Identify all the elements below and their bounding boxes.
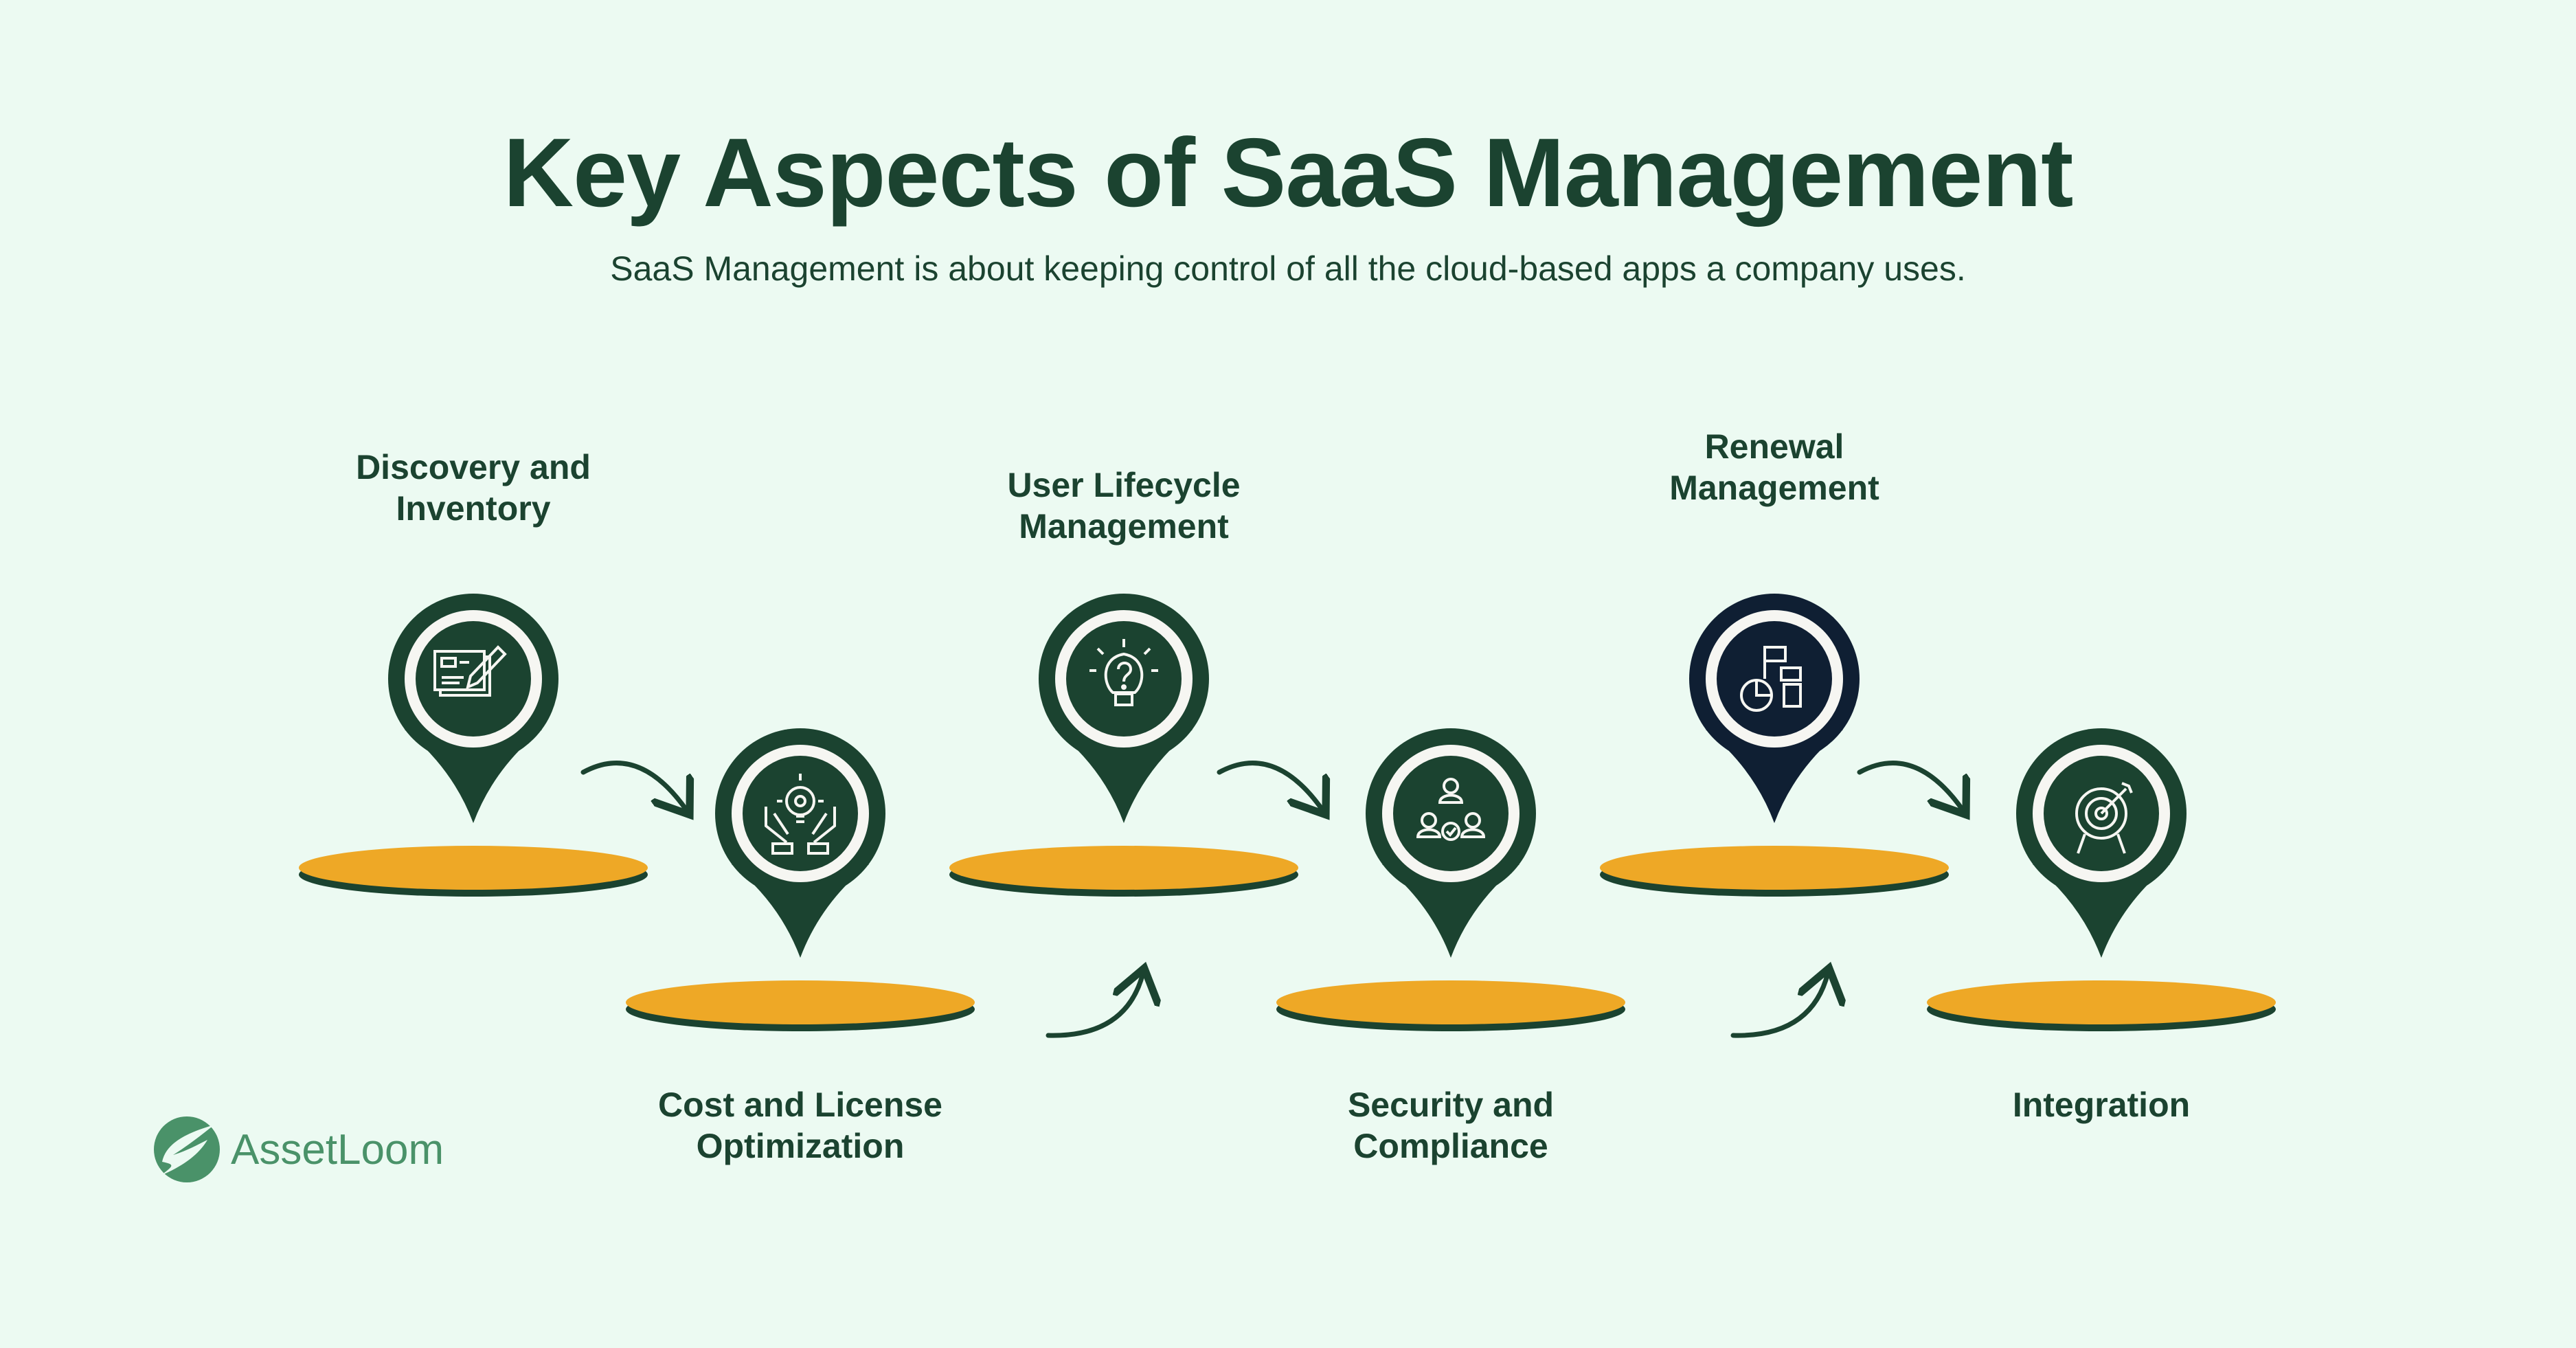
location-pin-3: [1039, 594, 1209, 823]
platform-3: [949, 846, 1298, 897]
chart-documents-icon: [1740, 646, 1802, 712]
step-label-line2: Optimization: [696, 1127, 905, 1165]
step-label-line1: Cost and License: [658, 1086, 942, 1124]
location-pin-4: [1366, 728, 1536, 958]
step-label-line1: Security and: [1347, 1086, 1555, 1124]
arrow-4-to-5: [1730, 973, 1828, 1038]
step-label-line1: Discovery and: [356, 448, 591, 486]
location-pin-6: [2016, 728, 2187, 958]
step-label-line2: Compliance: [1353, 1127, 1548, 1165]
location-pin-2: [715, 728, 885, 958]
platform-6: [1927, 980, 2276, 1031]
lightbulb-question-icon: [1089, 639, 1158, 706]
step-label-line1: User Lifecycle: [1007, 466, 1241, 504]
brand-logo: AssetLoom: [152, 1115, 444, 1184]
leaf-logo-icon: [154, 1116, 220, 1182]
step-label-line1: Renewal: [1704, 427, 1844, 466]
platform-4: [1276, 980, 1625, 1031]
page-subtitle: SaaS Management is about keeping control…: [610, 249, 1966, 288]
platform-5: [1600, 846, 1949, 897]
arrow-1-to-2: [580, 761, 687, 811]
team-check-icon: [1416, 778, 1486, 841]
step-label-line2: Management: [1669, 469, 1879, 507]
brand-name: AssetLoom: [231, 1125, 444, 1173]
step-label-6: Integration: [1895, 1084, 2307, 1125]
page-title: Key Aspects of SaaS Management: [503, 118, 2074, 227]
step-label-line1: Integration: [2012, 1086, 2191, 1124]
platform-2: [626, 980, 975, 1031]
step-label-line2: Inventory: [396, 489, 551, 528]
arrow-5-to-6: [1857, 761, 1963, 811]
document-edit-icon: [433, 645, 507, 697]
location-pin-1: [388, 594, 558, 823]
step-label-line2: Management: [1019, 507, 1229, 546]
platform-1: [299, 846, 648, 897]
arrow-3-to-4: [1217, 761, 1323, 811]
hands-lightbulb-gear-icon: [765, 774, 836, 855]
arrow-2-to-3: [1046, 973, 1143, 1038]
location-pin-5: [1689, 594, 1860, 823]
target-arrow-icon: [2075, 782, 2133, 854]
